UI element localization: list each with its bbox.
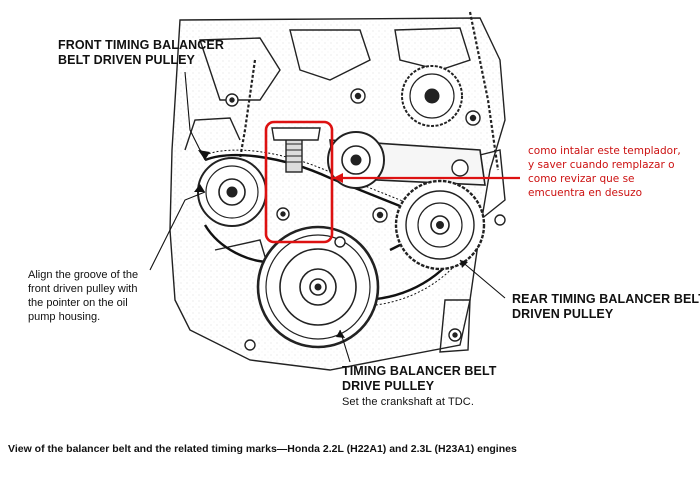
idler-gear — [401, 65, 463, 127]
align-instruction-line3: the pointer on the oil — [28, 297, 128, 309]
crank-drive-pulley — [256, 225, 380, 349]
rear-pulley-label: REAR TIMING BALANCER BELT DRIVEN PULLEY — [512, 292, 700, 322]
question-line1: como intalar este templador, — [528, 145, 681, 157]
question-line4: emcuentra en desuzo — [528, 187, 643, 199]
rear-pulley-label-line1: REAR TIMING BALANCER BELT — [512, 292, 700, 306]
front-pulley-label-line1: FRONT TIMING BALANCER — [58, 38, 224, 52]
align-instruction-line2: front driven pulley with — [28, 283, 138, 295]
bolts — [225, 88, 506, 351]
drive-pulley-label: TIMING BALANCER BELT DRIVE PULLEY Set th… — [342, 364, 497, 409]
drive-pulley-label-line1: TIMING BALANCER BELT — [342, 364, 497, 378]
front-balancer-pulley — [197, 149, 267, 227]
question-line3: como revizar que se — [528, 173, 635, 185]
tensioner-assembly — [271, 127, 486, 189]
figure-caption: View of the balancer belt and the relate… — [8, 443, 517, 455]
align-instruction-line4: pump housing. — [28, 311, 101, 323]
rear-balancer-pulley — [394, 179, 486, 271]
align-instruction-line1: Align the groove of the — [28, 269, 139, 281]
main-timing-belt — [236, 11, 500, 171]
annotation-arrow — [333, 173, 520, 183]
handwritten-question: como intalar este templador, y saver cua… — [528, 144, 681, 200]
front-pulley-label-line2: BELT DRIVEN PULLEY — [58, 53, 195, 67]
front-pulley-label: FRONT TIMING BALANCER BELT DRIVEN PULLEY — [58, 38, 224, 68]
rear-pulley-label-line2: DRIVEN PULLEY — [512, 307, 614, 321]
drive-pulley-label-line2: DRIVE PULLEY — [342, 379, 435, 393]
drive-pulley-tdc-note: Set the crankshaft at TDC. — [342, 396, 475, 408]
align-groove-instruction: Align the groove of the front driven pul… — [28, 268, 138, 324]
question-line2: y saver cuando remplazar o — [528, 159, 675, 171]
annotation-box — [264, 120, 334, 244]
